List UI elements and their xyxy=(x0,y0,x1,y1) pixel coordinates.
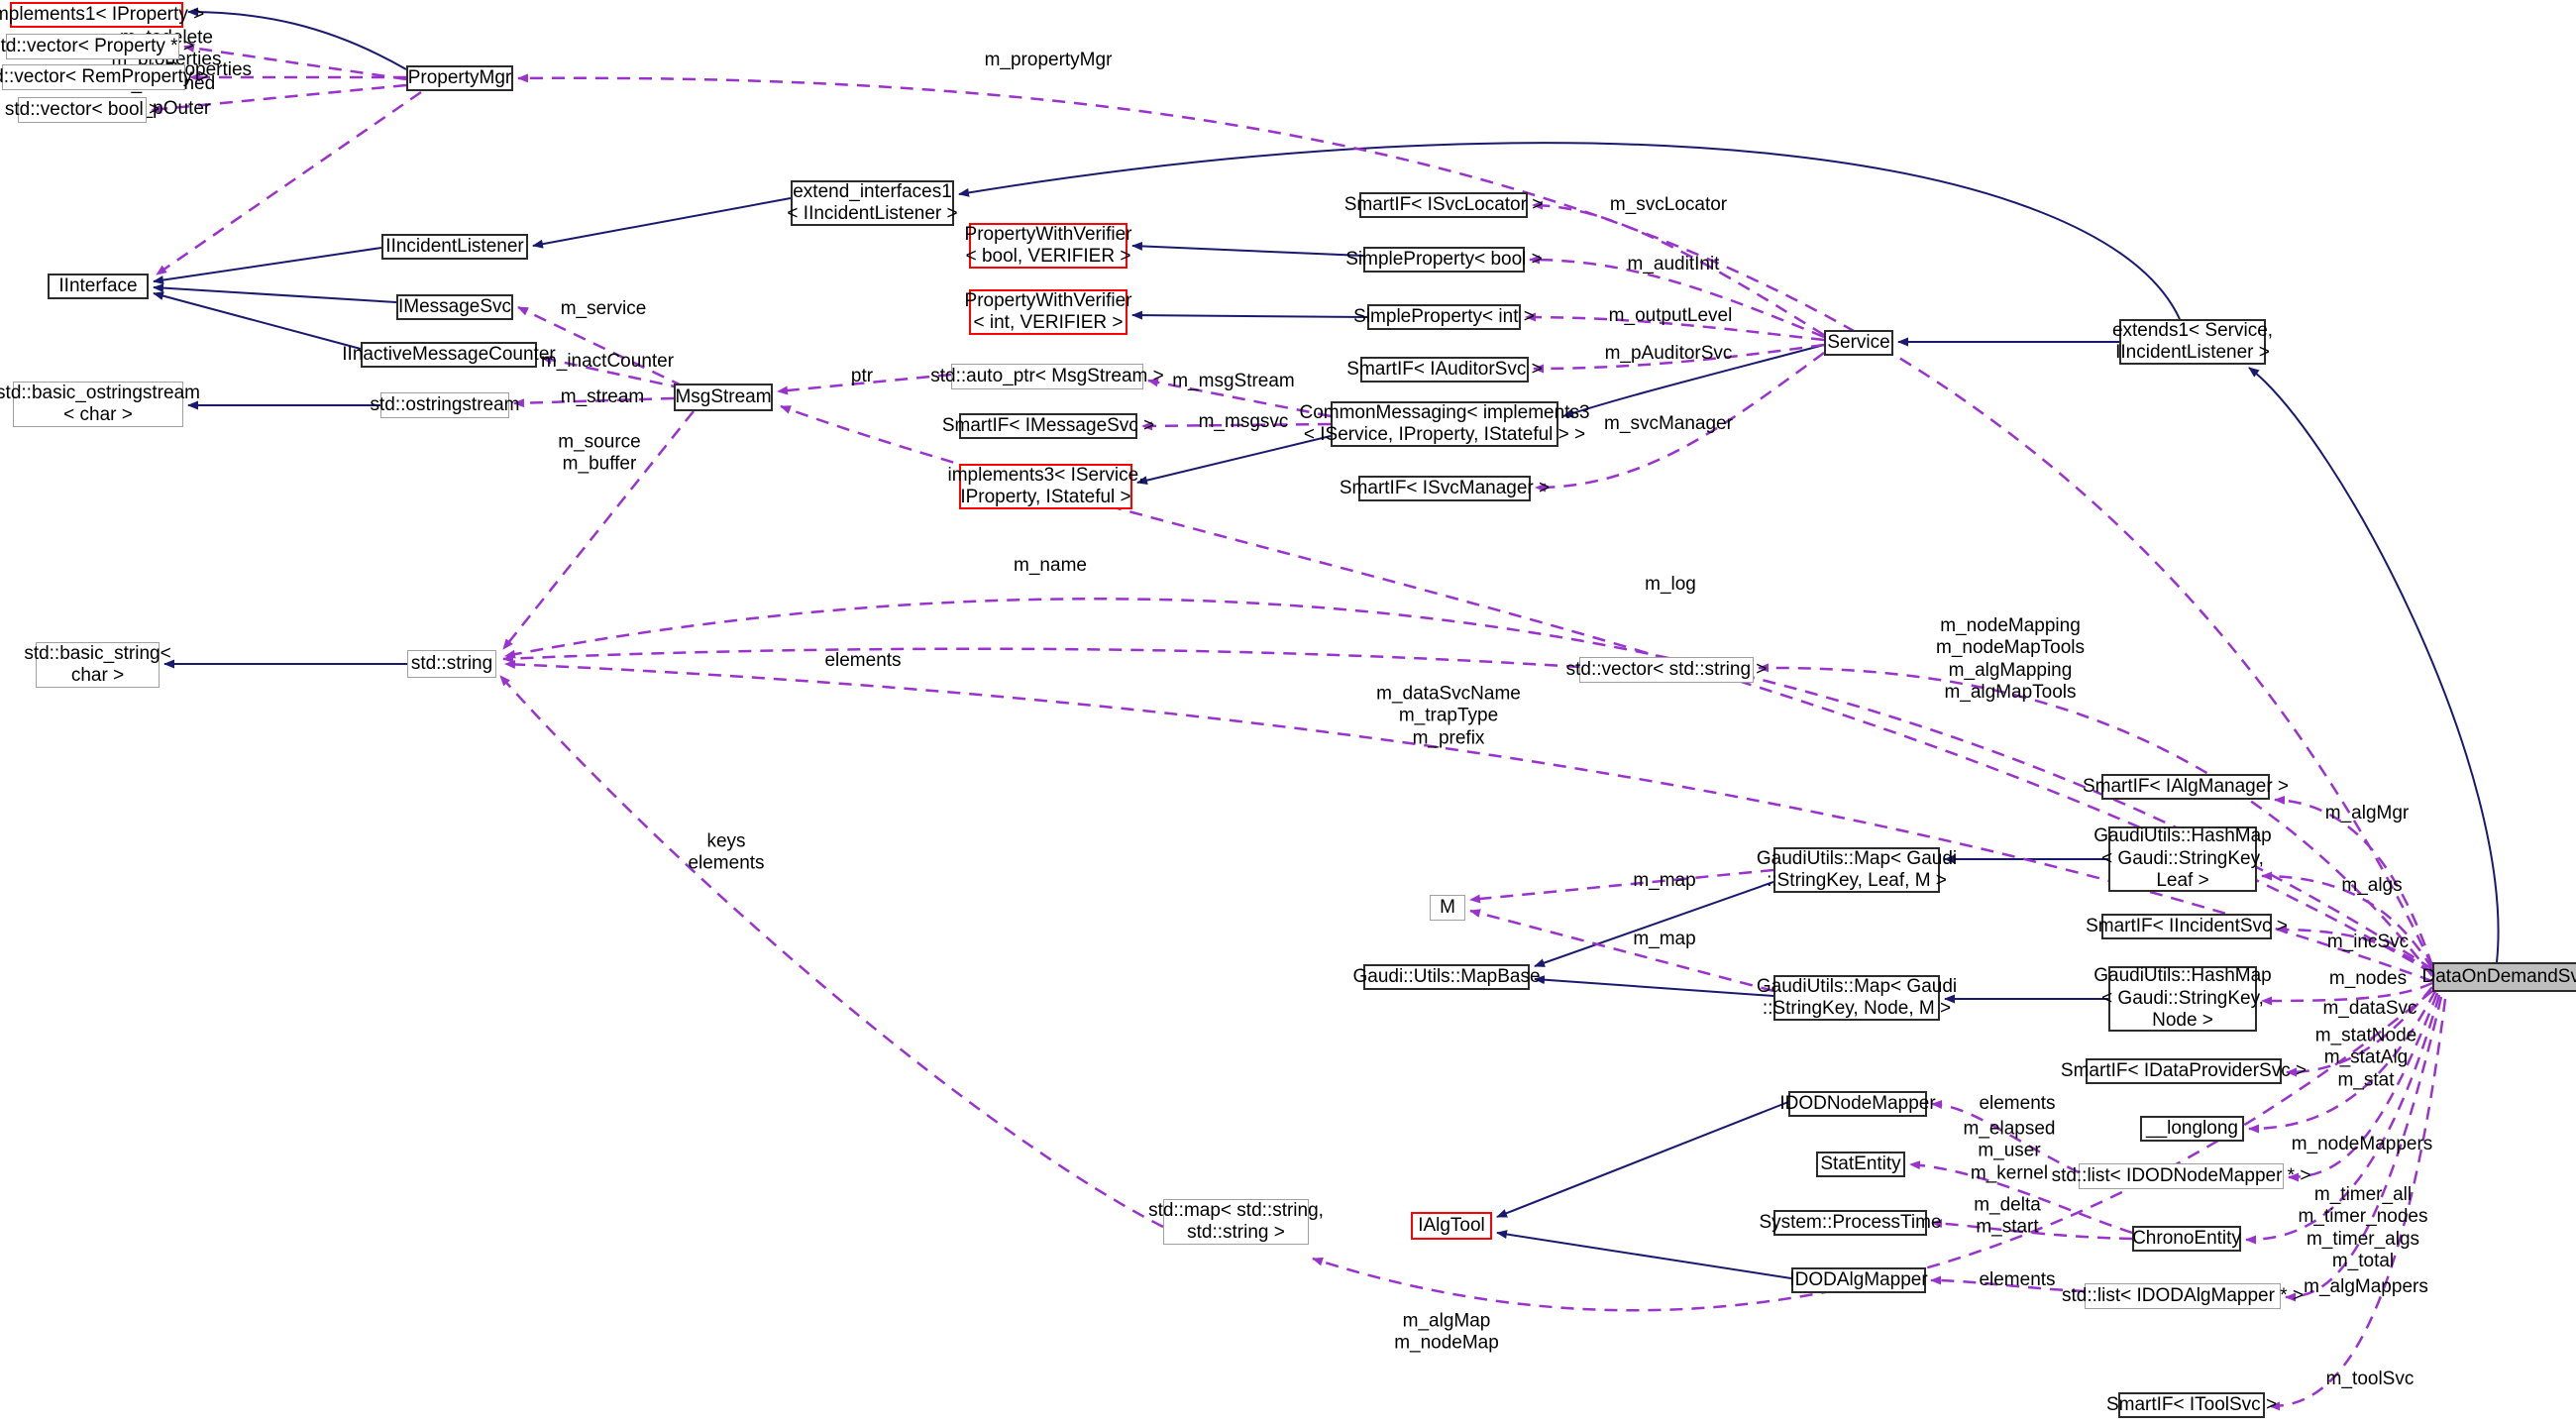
edge-label-lbl_algmappers: m_algMappers xyxy=(2304,1275,2428,1297)
class-node-PropertyWithVerifier_int[interactable]: PropertyWithVerifier < int, VERIFIER > xyxy=(964,289,1132,335)
edge-label-lbl_elements1: elements xyxy=(824,649,902,671)
class-node-longlong[interactable]: __longlong xyxy=(2140,1116,2244,1142)
class-node-M[interactable]: M xyxy=(1430,895,1465,921)
class-node-PropertyWithVerifier_bool[interactable]: PropertyWithVerifier < bool, VERIFIER > xyxy=(964,223,1132,269)
class-node-implements1_IProperty[interactable]: implements1< IProperty > xyxy=(0,2,204,28)
edge-label-lbl_map2: m_map xyxy=(1633,928,1696,949)
class-node-DataOnDemandSvc[interactable]: DataOnDemandSvc xyxy=(2422,962,2576,992)
class-node-PropertyMgr[interactable]: PropertyMgr xyxy=(406,65,513,91)
edge-label-lbl_nodemappers: m_nodeMappers xyxy=(2291,1133,2433,1154)
class-node-vector_bool[interactable]: std::vector< bool > xyxy=(5,97,160,123)
class-node-std_string[interactable]: std::string xyxy=(407,650,496,678)
class-node-SmartIF_IAlgManager[interactable]: SmartIF< IAlgManager > xyxy=(2083,774,2289,800)
edge-label-lbl_algmapnodemap: m_algMap m_nodeMap xyxy=(1394,1310,1499,1354)
class-node-SmartIF_ISvcLocator[interactable]: SmartIF< ISvcLocator > xyxy=(1344,192,1543,218)
class-node-SimpleProperty_int[interactable]: SimpleProperty< int > xyxy=(1353,304,1535,330)
class-node-implements3[interactable]: implements3< IService, IProperty, IState… xyxy=(947,464,1144,509)
edge-label-lbl_msgstream: m_msgStream xyxy=(1172,370,1295,391)
edge-label-lbl_elapsed: m_elapsed m_user m_kernel xyxy=(1963,1118,2056,1184)
class-node-vector_Property[interactable]: std::vector< Property * > xyxy=(0,34,194,59)
edge-label-lbl_nodes: m_nodes xyxy=(2328,967,2408,989)
class-node-map_string_string[interactable]: std::map< std::string, std::string > xyxy=(1148,1199,1324,1245)
edge-label-lbl_svcmanager: m_svcManager xyxy=(1604,412,1733,434)
class-node-IInterface[interactable]: IInterface xyxy=(48,274,149,299)
class-node-HashMap_Node[interactable]: GaudiUtils::HashMap < Gaudi::StringKey, … xyxy=(2093,965,2272,1032)
class-node-auto_ptr_MsgStream[interactable]: std::auto_ptr< MsgStream > xyxy=(930,364,1164,389)
edge-label-lbl_sourcebuffer: m_source m_buffer xyxy=(558,431,641,475)
edge-label-lbl_nodemapping: m_nodeMapping m_nodeMapTools m_algMappin… xyxy=(1936,615,2085,704)
class-node-Service[interactable]: Service xyxy=(1824,330,1893,356)
class-node-SmartIF_IToolSvc[interactable]: SmartIF< IToolSvc > xyxy=(2106,1392,2277,1418)
edge-label-lbl_service: m_service xyxy=(560,297,647,319)
class-node-SmartIF_IMessageSvc[interactable]: SmartIF< IMessageSvc > xyxy=(942,413,1154,439)
class-node-ChronoEntity[interactable]: ChronoEntity xyxy=(2132,1226,2241,1252)
class-node-IDODNodeMapper[interactable]: IDODNodeMapper xyxy=(1779,1091,1936,1117)
edge-label-lbl_map1: m_map xyxy=(1633,869,1696,891)
edge-label-lbl_incsvc: m_incSvc xyxy=(2326,931,2410,952)
class-node-IDODAlgMapper[interactable]: IDODAlgMapper xyxy=(1789,1267,1928,1293)
class-node-MapBase[interactable]: Gaudi::Utils::MapBase xyxy=(1352,964,1541,990)
class-node-basic_ostringstream[interactable]: std::basic_ostringstream < char > xyxy=(0,382,200,427)
class-node-IAlgTool[interactable]: IAlgTool xyxy=(1411,1212,1492,1240)
class-node-SmartIF_IIncidentSvc[interactable]: SmartIF< IIncidentSvc > xyxy=(2086,914,2288,939)
edge-label-lbl_elements2: elements xyxy=(1979,1092,2056,1114)
edge-label-lbl_delta: m_delta m_start xyxy=(1974,1194,2041,1238)
edge-label-lbl_elements3: elements xyxy=(1979,1268,2056,1290)
edge-label-lbl_outputlevel: m_outputLevel xyxy=(1608,304,1733,326)
class-node-Map_Node[interactable]: GaudiUtils::Map< Gaudi ::StringKey, Node… xyxy=(1756,975,1958,1021)
class-node-MsgStream[interactable]: MsgStream xyxy=(674,384,773,411)
edge-label-lbl_msgsvc: m_msgsvc xyxy=(1198,410,1289,432)
edge-label-lbl_statnode: m_statNode m_statAlg m_stat xyxy=(2314,1025,2417,1091)
class-node-SmartIF_IAuditorSvc[interactable]: SmartIF< IAuditorSvc > xyxy=(1346,357,1543,383)
class-node-SmartIF_IDataProviderSvc[interactable]: SmartIF< IDataProviderSvc > xyxy=(2061,1058,2307,1084)
edge-label-lbl_auditinit: m_auditInit xyxy=(1627,253,1720,274)
class-node-list_IDODAlgMapper[interactable]: std::list< IDODAlgMapper * > xyxy=(2062,1283,2304,1309)
class-node-Map_Leaf[interactable]: GaudiUtils::Map< Gaudi ::StringKey, Leaf… xyxy=(1756,847,1958,893)
class-node-vector_RemProperty[interactable]: std::vector< RemProperty > xyxy=(0,64,209,90)
class-node-StatEntity[interactable]: StatEntity xyxy=(1816,1152,1905,1177)
edge-label-lbl_algmgr: m_algMgr xyxy=(2324,802,2410,823)
edge-label-lbl_algs: m_algs xyxy=(2341,874,2403,896)
class-node-ostringstream[interactable]: std::ostringstream xyxy=(371,392,520,418)
edge-label-lbl_stream: m_stream xyxy=(560,385,645,407)
class-node-extend_interfaces1[interactable]: extend_interfaces1 < IIncidentListener > xyxy=(787,180,958,226)
class-node-basic_string_char[interactable]: std::basic_string< char > xyxy=(24,642,171,688)
class-node-CommonMessaging[interactable]: CommonMessaging< implements3 < IService,… xyxy=(1299,401,1590,447)
class-node-list_IDODNodeMapper[interactable]: std::list< IDODNodeMapper * > xyxy=(2052,1163,2310,1189)
edge-label-lbl_name: m_name xyxy=(1014,554,1087,576)
class-node-SimpleProperty_bool[interactable]: SimpleProperty< bool > xyxy=(1345,247,1543,273)
edge-label-lbl_svclocator: m_svcLocator xyxy=(1609,193,1728,215)
edge-label-lbl_datasvc: m_dataSvc xyxy=(2322,997,2417,1019)
class-node-IIncidentListener[interactable]: IIncidentListener xyxy=(381,234,528,260)
class-node-HashMap_Leaf[interactable]: GaudiUtils::HashMap < Gaudi::StringKey, … xyxy=(2093,825,2272,892)
edge-label-lbl_propertymgr: m_propertyMgr xyxy=(984,49,1113,70)
edge-label-lbl_ptr: ptr xyxy=(850,365,874,386)
class-node-SmartIF_ISvcManager[interactable]: SmartIF< ISvcManager > xyxy=(1340,476,1550,501)
edge-label-lbl_datasvcname: m_dataSvcName m_trapType m_prefix xyxy=(1376,683,1521,749)
edge-label-lbl_inactcounter: m_inactCounter xyxy=(540,350,675,372)
edge-label-lbl_pauditorsvc: m_pAuditorSvc xyxy=(1604,342,1733,364)
class-node-IMessageSvc[interactable]: IMessageSvc xyxy=(396,294,513,320)
edge-label-lbl_log: m_log xyxy=(1645,573,1696,595)
class-node-vector_std_string[interactable]: std::vector< std::string > xyxy=(1566,657,1767,683)
edge-label-lbl_keyselements: keys elements xyxy=(688,830,765,874)
edge-label-lbl_toolsvc: m_toolSvc xyxy=(2325,1368,2415,1389)
edge-label-lbl_timer: m_timer_all m_timer_nodes m_timer_algs m… xyxy=(2298,1184,2428,1272)
class-node-ProcessTime[interactable]: System::ProcessTime xyxy=(1759,1210,1942,1236)
class-node-extends1_Service[interactable]: extends1< Service, IIncidentListener > xyxy=(2111,319,2274,365)
class-node-IInactiveMessageCounter[interactable]: IInactiveMessageCounter xyxy=(342,342,556,368)
